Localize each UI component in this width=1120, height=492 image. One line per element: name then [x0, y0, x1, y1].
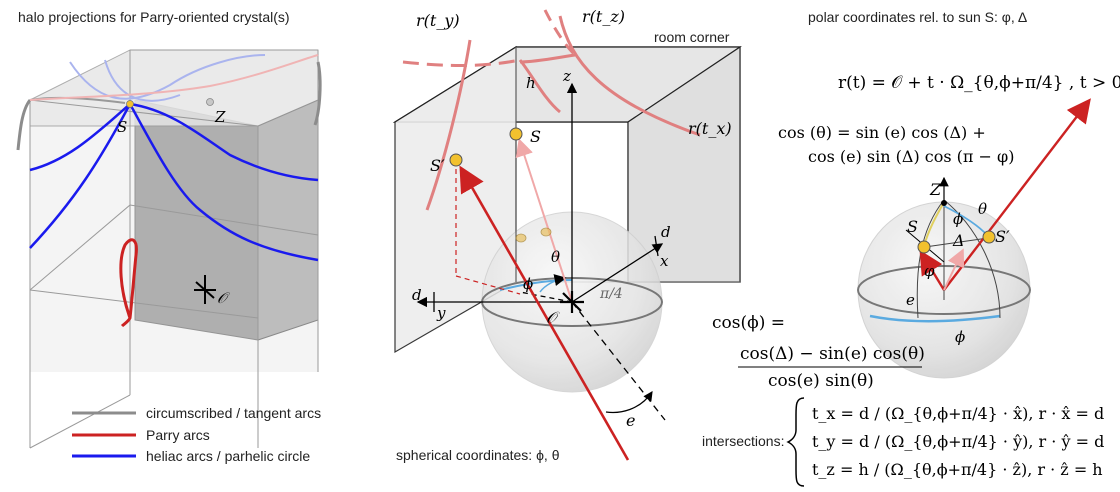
- left-zenith-label: Z: [214, 108, 226, 126]
- label-S-middle: S: [530, 127, 541, 146]
- right-S-prime-point: [982, 230, 996, 244]
- left-panel: halo projections for Parry-oriented crys…: [16, 9, 322, 464]
- label-z-axis: z: [562, 67, 571, 85]
- label-phi-right-bottom: ϕ: [955, 328, 965, 346]
- label-delta-right: Δ: [952, 231, 965, 250]
- middle-S-point: [509, 127, 523, 141]
- label-phi-right-top: ϕ: [953, 210, 963, 228]
- formula-tz: t_z = h / (Ω_{θ,ϕ+π/4} · ẑ), r · ẑ = h: [812, 460, 1103, 479]
- room-corner-label: room corner: [654, 29, 730, 45]
- label-h: h: [526, 74, 536, 92]
- middle-S-prime-point: [449, 153, 463, 167]
- left-heliac-arcs: [29, 102, 319, 262]
- left-box: [29, 49, 319, 449]
- label-phi-middle: ϕ: [523, 275, 533, 293]
- formula-tx: t_x = d / (Ω_{θ,ϕ+π/4} · x̂), r · x̂ = d: [812, 404, 1104, 423]
- left-origin-cross: [194, 275, 216, 304]
- formula-ty: t_y = d / (Ω_{θ,ϕ+π/4} · ŷ), r · ŷ = d: [812, 432, 1104, 451]
- left-faint-parry-line: [29, 54, 319, 101]
- label-d-y: d: [412, 286, 422, 304]
- middle-phi-arc: [539, 274, 567, 293]
- formula-cos-theta-line1: cos (θ) = sin (e) cos (Δ) +: [778, 123, 986, 142]
- left-sun-label: S: [117, 118, 127, 136]
- left-sun-point: [126, 100, 134, 108]
- right-sun-ray: [919, 249, 946, 291]
- formula-cos-phi-numerator: cos(Δ) − sin(e) cos(θ): [740, 344, 925, 364]
- left-box-shaded-face: [134, 99, 259, 341]
- middle-e-arc: [605, 391, 653, 414]
- middle-caption: spherical coordinates: ϕ, θ: [396, 447, 560, 463]
- left-zenith-point: [206, 98, 214, 106]
- left-parry-loop: [119, 238, 138, 328]
- label-e-right: e: [906, 291, 915, 309]
- label-S-right: S: [907, 217, 918, 236]
- middle-curves: [402, 9, 701, 211]
- middle-marker-a: [515, 233, 527, 243]
- middle-faint-ray: [515, 138, 573, 303]
- label-S-prime-middle: S′: [430, 156, 445, 175]
- legend-label-heliac: heliac arcs / parhelic circle: [146, 448, 310, 464]
- middle-projection-lines: [455, 160, 521, 295]
- right-faint-ray: [943, 248, 965, 291]
- formula-cos-phi-lhs: cos(ϕ) =: [712, 313, 785, 333]
- label-pi-over-4: π/4: [599, 286, 623, 302]
- right-main-ray: [943, 98, 1091, 291]
- label-r-ty: r(t_y): [416, 11, 460, 30]
- label-varphi-right: φ: [924, 262, 935, 280]
- left-legend: circumscribed / tangent arcs Parry arcs …: [72, 405, 321, 464]
- label-y-axis: y: [436, 304, 446, 322]
- label-S-prime-right: S′: [995, 227, 1010, 246]
- formula-cos-theta-line2: cos (e) sin (Δ) cos (π − φ): [808, 147, 1014, 166]
- right-S-point: [917, 240, 931, 254]
- right-title: polar coordinates rel. to sun S: φ, Δ: [808, 9, 1027, 25]
- left-faint-arcs: [69, 54, 266, 102]
- formula-cos-phi-denominator: cos(e) sin(θ): [768, 371, 874, 391]
- label-x-axis: x: [660, 252, 669, 270]
- intersections-brace: [786, 397, 805, 487]
- label-r-tx: r(t_x): [688, 119, 732, 138]
- label-theta-middle: θ: [551, 248, 560, 266]
- left-title: halo projections for Parry-oriented crys…: [18, 9, 290, 25]
- legend-label-parry: Parry arcs: [146, 427, 210, 443]
- label-r-tz: r(t_z): [582, 7, 625, 26]
- middle-marker-b: [540, 227, 552, 237]
- middle-main-ray: [459, 165, 630, 461]
- formula-ray: r(t) = 𝒪 + t · Ω_{θ,ϕ+π/4} , t > 0: [838, 73, 1120, 93]
- label-Z-right: Z: [929, 180, 942, 199]
- legend-label-tangent: circumscribed / tangent arcs: [146, 405, 321, 421]
- middle-panel: room corner r(t_y) r(t_z) r(t_x) h: [392, 7, 742, 463]
- right-blue-arc: [869, 314, 1001, 323]
- label-theta-right: θ: [978, 200, 987, 218]
- intersections-label: intersections:: [702, 433, 784, 449]
- label-d-x: d: [661, 223, 671, 241]
- right-zenith-point: [941, 200, 947, 206]
- middle-origin-cross: [560, 291, 584, 313]
- label-e-middle: e: [626, 411, 635, 430]
- right-panel: polar coordinates rel. to sun S: φ, Δ r(…: [702, 9, 1120, 487]
